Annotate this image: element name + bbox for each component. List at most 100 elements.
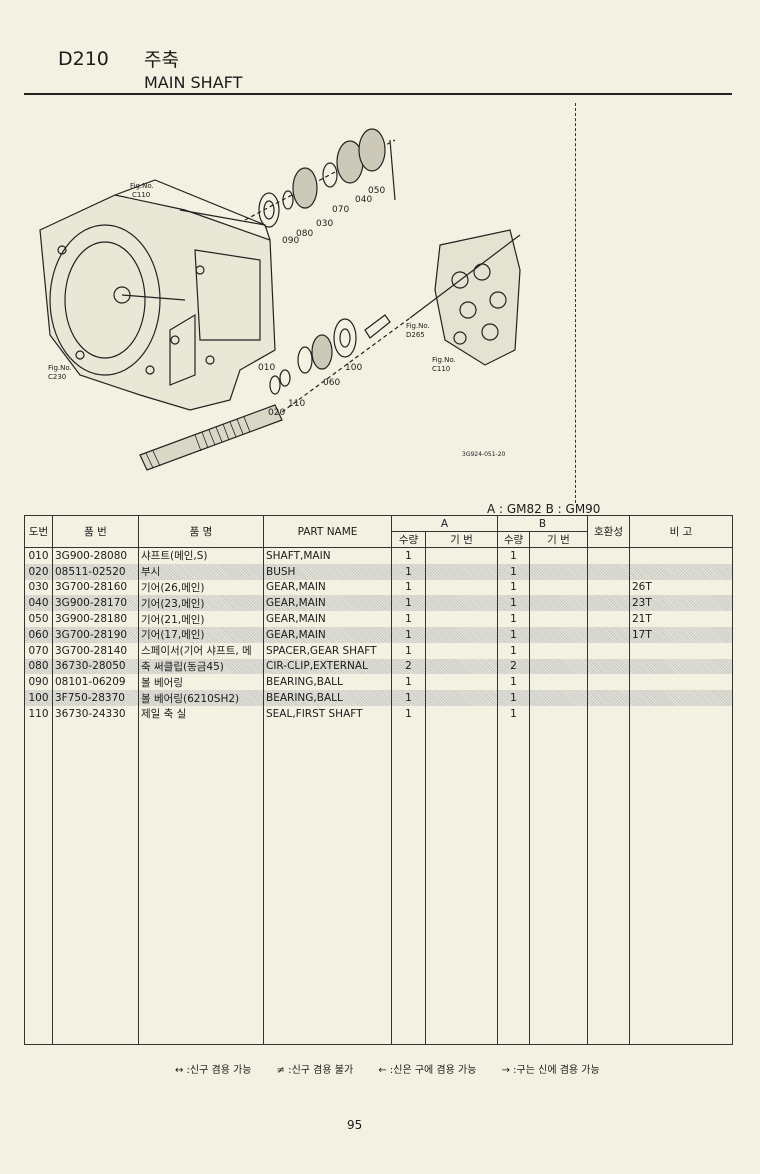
cell-part-no: 08101-06209: [52, 674, 139, 691]
cell-qa: 1: [391, 595, 426, 612]
cell-qa: 1: [391, 563, 426, 580]
cell-remark: 21T: [629, 611, 733, 627]
cell-no: 010: [24, 547, 53, 564]
cell-qa: 2: [391, 658, 426, 675]
header-sub-a: 기 번: [425, 531, 498, 548]
fig-ref-c230: Fig.No.: [48, 364, 72, 372]
cell-empty: [425, 690, 498, 706]
cell-name-ko: 볼 베어링: [138, 674, 264, 691]
cell-empty: [529, 579, 588, 596]
cell-part-name: GEAR,MAIN: [263, 579, 392, 596]
callout-020: 020: [268, 408, 285, 418]
cell-no: 100: [24, 690, 53, 706]
cell-qb: 1: [497, 674, 530, 691]
cell-empty: [529, 690, 588, 706]
cell-remark: 26T: [629, 579, 733, 596]
cell-empty: [425, 547, 498, 564]
cell-empty: [52, 721, 139, 1045]
cell-part-name: GEAR,MAIN: [263, 626, 392, 643]
cell-name-ko: 기어(23,메인): [138, 595, 264, 612]
cell-qb: 1: [497, 642, 530, 659]
callout-030: 030: [316, 219, 333, 229]
cell-empty: [529, 705, 588, 722]
cell-empty: [529, 721, 588, 1045]
cell-empty: [425, 563, 498, 580]
cell-no: 040: [24, 595, 53, 612]
cell-empty: [425, 626, 498, 643]
cell-empty: [587, 658, 630, 675]
cell-part-name: SHAFT,MAIN: [263, 547, 392, 564]
cell-no: 030: [24, 579, 53, 596]
cell-empty: [425, 611, 498, 627]
cell-remark: [629, 547, 733, 564]
svg-text:C110: C110: [132, 191, 150, 199]
legend-item: ← :신은 구에 겸용 가능: [378, 1065, 477, 1076]
cell-part-no: 3G700-28160: [52, 579, 139, 596]
cell-part-no: 3F750-28370: [52, 690, 139, 706]
callout-070: 070: [332, 205, 349, 215]
cell-name-ko: 볼 베어링(6210SH2): [138, 690, 264, 706]
cell-part-no: 36730-24330: [52, 705, 139, 722]
fig-ref-d265: Fig.No.: [406, 322, 430, 330]
cell-part-no: 08511-02520: [52, 563, 139, 580]
cell-no: 050: [24, 611, 53, 627]
cell-empty: [263, 721, 392, 1045]
cell-empty: [425, 595, 498, 612]
cell-part-name: CIR-CLIP,EXTERNAL: [263, 658, 392, 675]
cell-no: 090: [24, 674, 53, 691]
cell-remark: 17T: [629, 626, 733, 643]
cell-part-no: 3G900-28170: [52, 595, 139, 612]
cell-empty: [425, 642, 498, 659]
cell-qb: 1: [497, 705, 530, 722]
fig-ref-c110-top: Fig.No.: [130, 182, 154, 190]
cell-empty: [587, 563, 630, 580]
cell-empty: [425, 674, 498, 691]
drawing-id: 3G924-051-20: [462, 451, 506, 458]
cell-part-no: 36730-28050: [52, 658, 139, 675]
cell-part-name: BEARING,BALL: [263, 690, 392, 706]
cell-qb: 1: [497, 626, 530, 643]
cell-empty: [529, 642, 588, 659]
cell-qb: 1: [497, 547, 530, 564]
cell-empty: [24, 721, 53, 1045]
callout-050: 050: [368, 186, 385, 196]
cell-empty: [529, 658, 588, 675]
cell-qa: 1: [391, 690, 426, 706]
cell-qa: 1: [391, 674, 426, 691]
compatibility-legend: ↔ :신구 겸용 가능 ≠ :신구 겸용 불가 ← :신은 구에 겸용 가능 →…: [175, 1061, 622, 1076]
header-part-no: 품 번: [52, 515, 139, 548]
svg-text:C110: C110: [432, 365, 450, 373]
cell-remark: [629, 690, 733, 706]
cell-name-ko: 기어(21,메인): [138, 611, 264, 627]
cell-part-name: GEAR,MAIN: [263, 595, 392, 612]
cell-qa: 1: [391, 579, 426, 596]
cell-empty: [425, 721, 498, 1045]
cell-qa: 1: [391, 705, 426, 722]
header-model-b: B: [497, 515, 588, 532]
parts-table: 도번 품 번 품 명 PART NAME A B 호환성 비 고 수량 기 번 …: [24, 515, 733, 1045]
cell-empty: [425, 579, 498, 596]
cell-empty: [529, 674, 588, 691]
svg-text:C230: C230: [48, 373, 66, 381]
cell-empty: [587, 595, 630, 612]
legend-item: ≠ :신구 겸용 불가: [276, 1065, 354, 1076]
cell-empty: [529, 563, 588, 580]
cell-empty: [425, 658, 498, 675]
exploded-diagram: 010 020 030 040 050 060 070 080 090 100 …: [39, 128, 521, 471]
cell-qb: 1: [497, 563, 530, 580]
cell-qa: 1: [391, 611, 426, 627]
legend-item: ↔ :신구 겸용 가능: [175, 1065, 252, 1076]
header-sub-b: 기 번: [529, 531, 588, 548]
cell-empty: [587, 674, 630, 691]
cell-remark: 23T: [629, 595, 733, 612]
cell-remark: [629, 705, 733, 722]
cell-empty: [587, 721, 630, 1045]
